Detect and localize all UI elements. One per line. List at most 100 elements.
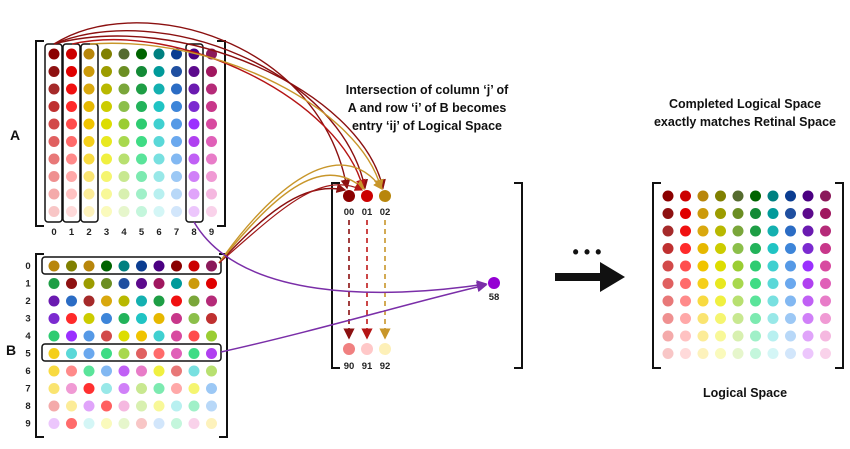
matrix-b-dot (188, 400, 200, 412)
matrix-b-dot (171, 278, 182, 289)
completed-space-dot (802, 313, 814, 324)
matrix-a-dot (83, 48, 95, 60)
matrix-a-column-label: 6 (156, 227, 161, 238)
matrix-a-dot (48, 66, 60, 77)
completed-space-dot (662, 243, 674, 254)
matrix-a-dot (136, 171, 147, 182)
matrix-b-row-label: 7 (25, 384, 30, 395)
completed-space-dot (680, 348, 691, 359)
matrix-b-dot (153, 295, 165, 307)
matrix-b-dot (101, 400, 112, 412)
matrix-b-row-0-highlight (41, 256, 222, 275)
completed-space-dot (750, 190, 761, 202)
completed-space-dot (662, 313, 674, 324)
completed-space-dot (802, 243, 814, 254)
completed-space-dot (715, 190, 726, 202)
matrix-b-dot (136, 348, 147, 359)
matrix-a-dot (136, 153, 147, 165)
matrix-a-dot (188, 153, 200, 165)
matrix-a-right-bracket (217, 40, 226, 227)
matrix-a-dot (101, 188, 112, 200)
partial-space-left-bracket (331, 182, 340, 369)
matrix-a-dot (101, 101, 112, 112)
matrix-b-dot (48, 330, 60, 342)
entry-02-dot (379, 190, 391, 202)
matrix-b-dot (188, 418, 200, 429)
matrix-b-dot (171, 260, 182, 272)
matrix-b-dot (66, 365, 77, 377)
matrix-a-dot (83, 171, 95, 182)
arrow-a-col0-to-01 (53, 30, 369, 190)
matrix-b-dot (153, 400, 165, 412)
completed-space-dot (767, 260, 779, 272)
matrix-b-row-label: 0 (25, 261, 30, 272)
matrix-a-dot (206, 206, 217, 217)
arrow-b-row5-to-58 (220, 281, 488, 353)
matrix-a-dot (48, 48, 60, 60)
matrix-b-dot (48, 295, 60, 307)
completed-caption: Logical Space (703, 386, 787, 400)
completed-space-dot (750, 330, 761, 342)
matrix-b-row-label: 1 (25, 279, 31, 290)
matrix-a-column-label: 1 (69, 227, 75, 238)
matrix-b-row-label: 6 (25, 366, 30, 377)
matrix-b-dot (206, 260, 217, 272)
completed-space-dot (750, 208, 761, 219)
matrix-a-dot (206, 171, 217, 182)
matrix-a-column-label: 3 (104, 227, 109, 238)
completed-title-line-2: exactly matches Retinal Space (654, 115, 836, 129)
completed-space-dot (750, 260, 761, 272)
entry-01-label: 01 (362, 207, 373, 218)
matrix-b-dot (153, 348, 165, 359)
completed-space-dot (697, 330, 709, 342)
matrix-b-dot (48, 313, 60, 324)
matrix-b-dot (136, 278, 147, 289)
matrix-a-dot (206, 188, 217, 200)
completed-space-dot (732, 313, 744, 324)
matrix-a-dot (118, 83, 130, 95)
ellipsis: • • • (573, 242, 602, 262)
matrix-b-dot (118, 313, 130, 324)
matrix-a-column-label: 8 (191, 227, 196, 238)
completed-space-dot (820, 260, 831, 272)
matrix-a-dot (153, 101, 165, 112)
matrix-b-dot (101, 260, 112, 272)
entry-91-dot (361, 343, 373, 355)
matrix-b-dot (206, 313, 217, 324)
matrix-a-dot (48, 153, 60, 165)
matrix-a-dot (66, 83, 77, 95)
matrix-a-dot (83, 153, 95, 165)
matrix-b-dot (83, 295, 95, 307)
matrix-b-dot (83, 365, 95, 377)
completed-space-dot (732, 278, 744, 289)
matrix-b-dot (83, 278, 95, 289)
matrix-b-dot (206, 365, 217, 377)
matrix-a-dot (188, 83, 200, 95)
completed-space-dot (802, 260, 814, 272)
matrix-a-dot (171, 48, 182, 60)
completed-space-dot (750, 348, 761, 359)
completed-space-dot (662, 208, 674, 219)
matrix-b-dot (136, 260, 147, 272)
matrix-a-column-label: 9 (209, 227, 214, 238)
completed-logical-space: Completed Logical Space exactly matches … (652, 97, 844, 400)
matrix-b-dot (171, 383, 182, 394)
matrix-b-dot (101, 418, 112, 429)
matrix-b-dot (118, 383, 130, 394)
matrix-a-dot (188, 206, 200, 217)
entry-00-dot (343, 190, 355, 202)
matrix-b-dot (83, 313, 95, 324)
matrix-a-dot (188, 66, 200, 77)
arrow-a-col0-to-02 (53, 35, 386, 190)
completed-space-dot (680, 190, 691, 202)
matrix-b-dot (66, 295, 77, 307)
matrix-b-dot (188, 383, 200, 394)
completed-space-dot (662, 330, 674, 342)
completed-left-bracket (652, 182, 661, 369)
matrix-a-dot (171, 188, 182, 200)
matrix-b-dot (153, 383, 165, 394)
matrix-b-dot (171, 313, 182, 324)
arrow-a-col8-to-58 (193, 221, 488, 294)
completed-space-dot (680, 260, 691, 272)
